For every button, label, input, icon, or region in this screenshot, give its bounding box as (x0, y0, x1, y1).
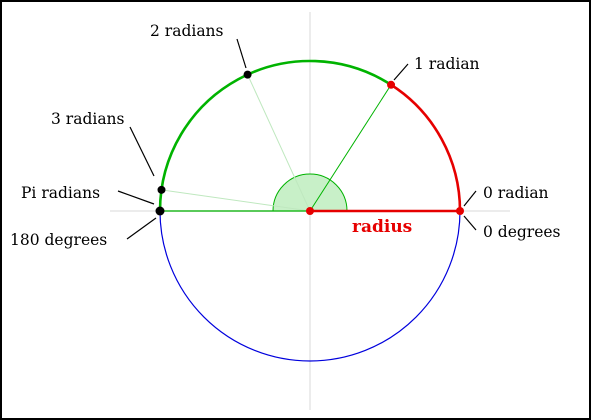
center-point (306, 207, 314, 215)
label-one-radian: 1 radian (414, 55, 480, 73)
label-pi-radians: Pi radians (21, 184, 100, 202)
label-zero-radian: 0 radian (483, 184, 549, 202)
leader-zero-degrees (463, 215, 477, 231)
label-180-degrees: 180 degrees (10, 231, 107, 249)
label-zero-degrees: 0 degrees (483, 223, 561, 241)
angle-wedge (272, 173, 348, 212)
lower-semicircle (159, 210, 461, 362)
leader-zero-radian (463, 190, 477, 207)
label-two-radians: 2 radians (150, 22, 224, 40)
leader-two-radians (236, 38, 247, 69)
ray-one-radian (309, 84, 392, 212)
leader-one-radian (393, 63, 409, 81)
point-one-radian (387, 80, 396, 89)
label-three-radians: 3 radians (51, 110, 125, 128)
one-radian-arc (390, 83, 462, 212)
ray-three-radians (161, 189, 311, 212)
upper-angle-arc (158, 59, 392, 212)
point-two-radians (243, 70, 252, 79)
point-pi-radians (155, 206, 165, 216)
label-radius: radius (352, 217, 412, 237)
leader-three-radians (129, 126, 155, 177)
ray-two-radians (247, 74, 311, 212)
leader-180-degrees (126, 217, 157, 240)
point-zero-radian (456, 207, 464, 215)
point-three-radians (157, 185, 166, 194)
leader-pi-radians (117, 190, 155, 205)
